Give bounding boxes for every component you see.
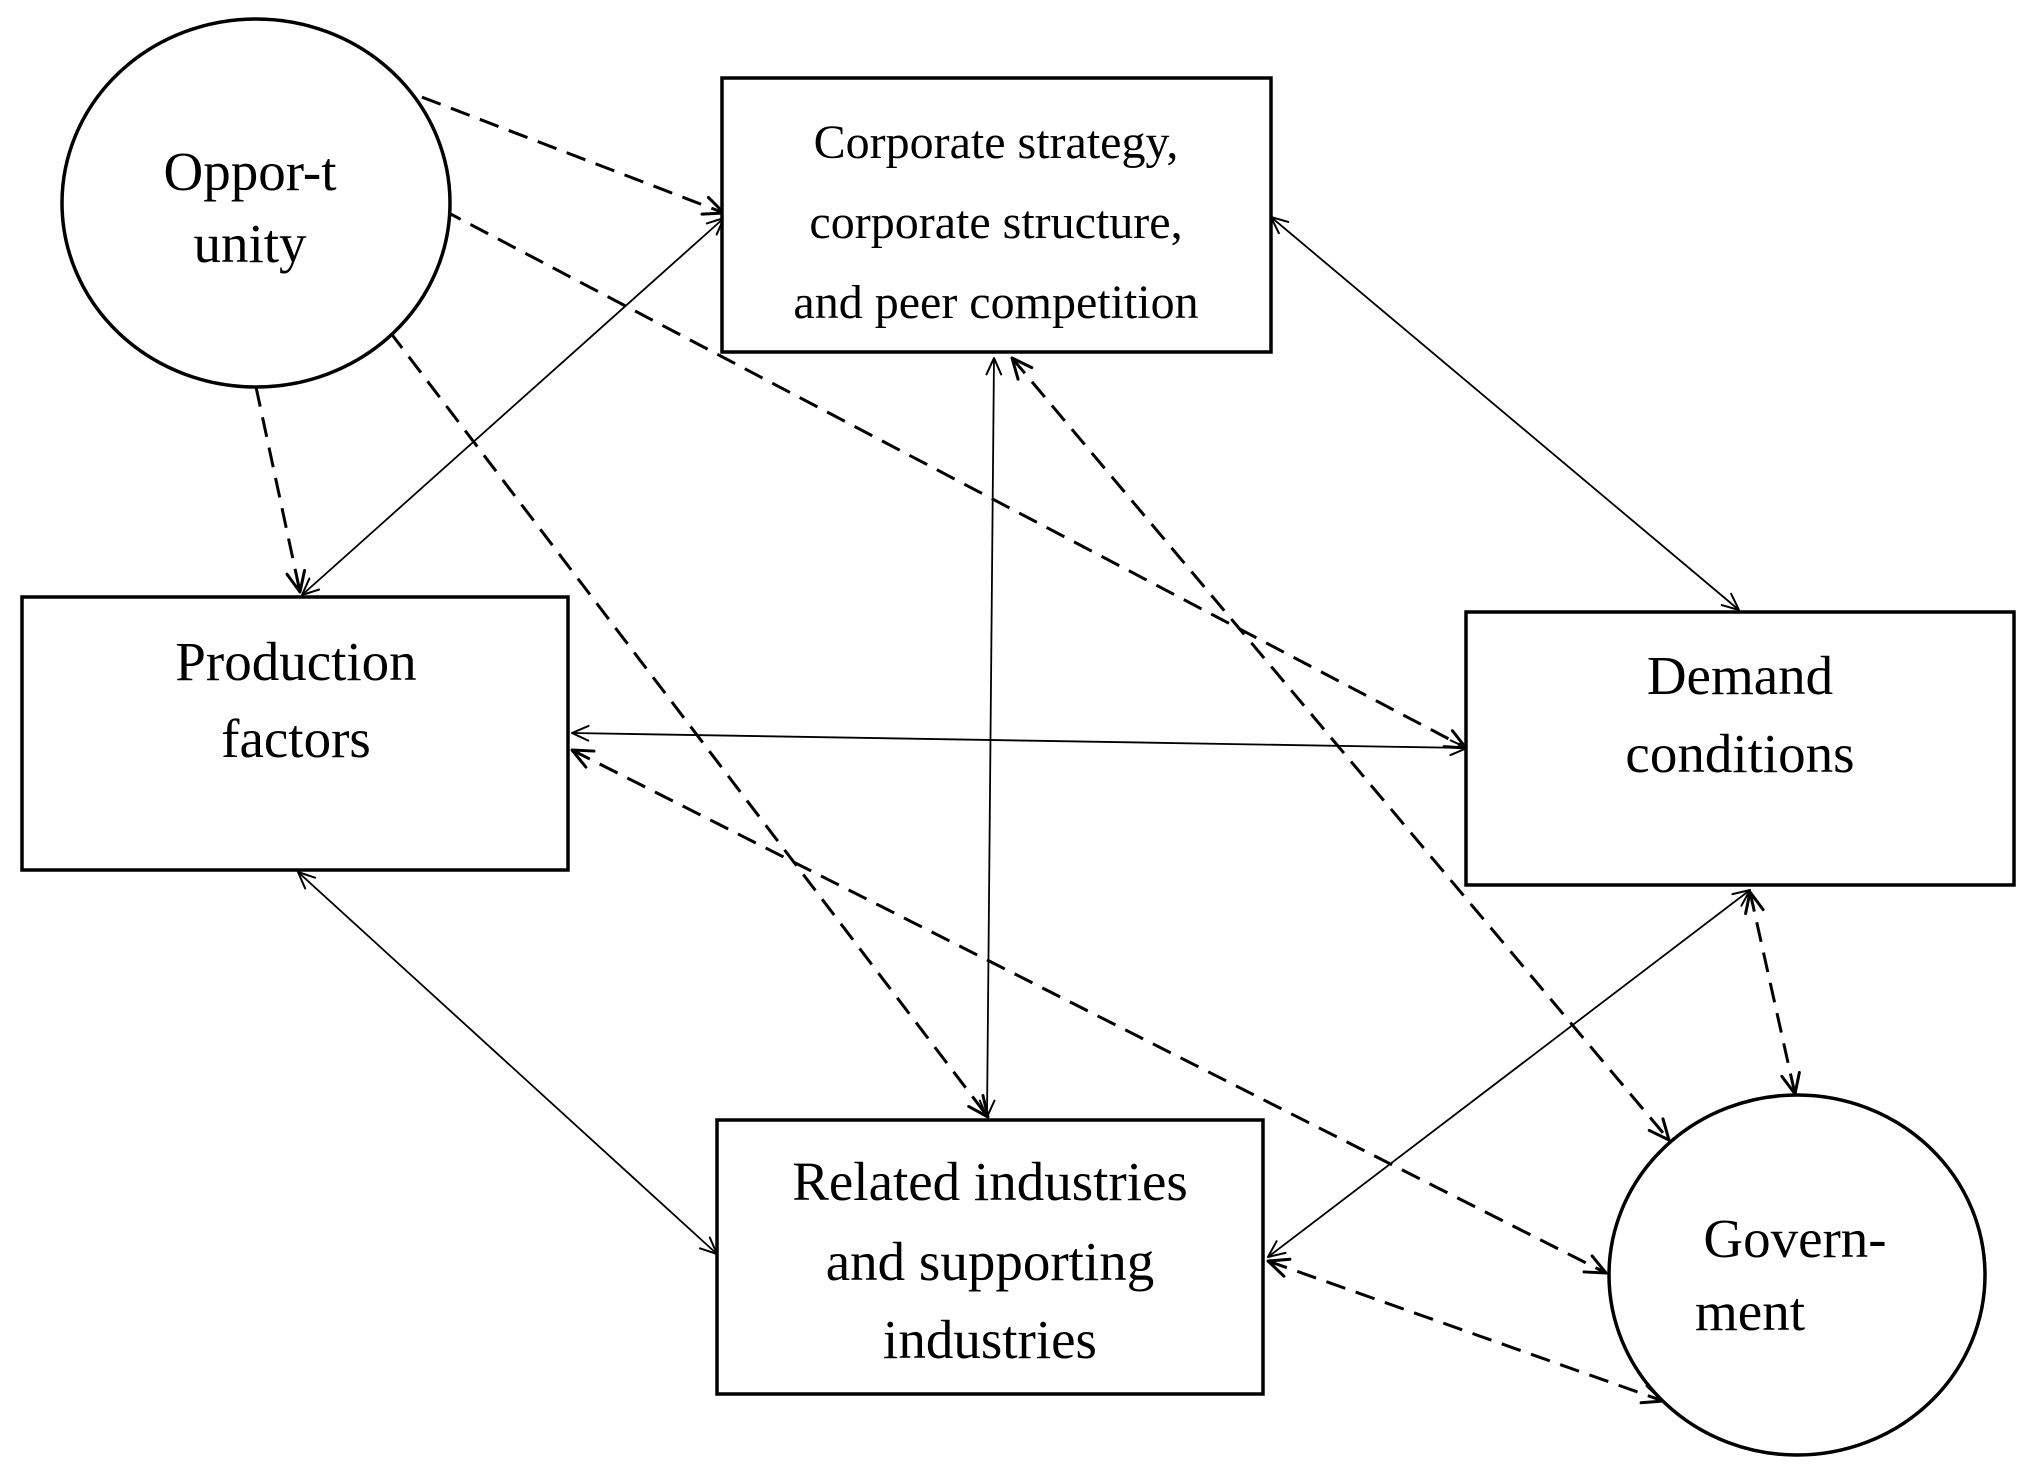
edge-demand-related <box>1267 889 1751 1258</box>
node-opportunity-line-1: Oppor-t <box>163 141 336 202</box>
node-government-line-1: Govern- <box>1703 1208 1886 1269</box>
edge-corporate-government <box>1010 357 1671 1141</box>
node-opportunity: Oppor-t unity <box>60 17 452 389</box>
node-related-line-3: industries <box>883 1309 1097 1370</box>
edges-layer <box>254 84 1797 1403</box>
node-government: Govern- ment <box>1607 1093 1987 1457</box>
edge-opportunity-corporate <box>392 84 725 215</box>
node-corporate: Corporate strategy, corporate structure,… <box>720 76 1273 354</box>
arrowhead-corporate-government-start <box>1010 356 1034 381</box>
node-related-line-2: and supporting <box>826 1231 1154 1292</box>
edge-opportunity-production <box>254 386 302 593</box>
arrowhead-corporate-demand-end <box>1720 592 1740 611</box>
arrowhead-production-related-start <box>297 871 317 890</box>
node-government-line-2: ment <box>1695 1281 1805 1342</box>
edge-production-government <box>571 748 1607 1275</box>
edge-demand-government <box>1748 891 1797 1095</box>
edge-corporate-related <box>986 357 995 1118</box>
node-demand: Demand conditions <box>1464 610 2016 887</box>
node-corporate-line-3: and peer competition <box>793 276 1198 329</box>
edge-opportunity-demand <box>442 208 1467 750</box>
arrowhead-corporate-related-start <box>985 357 1003 376</box>
arrowhead-corporate-government-end <box>1647 1117 1671 1142</box>
arrowhead-production-government-end <box>1582 1254 1608 1275</box>
arrowhead-demand-related-start <box>1731 889 1751 907</box>
node-related-line-1: Related industries <box>792 1151 1188 1212</box>
node-production: Production factors <box>20 595 570 872</box>
arrowhead-corporate-related-end <box>978 1099 996 1118</box>
arrowhead-demand-government-start <box>1744 890 1765 916</box>
node-related: Related industries and supporting indust… <box>715 1118 1265 1396</box>
node-demand-line-1: Demand <box>1647 645 1833 706</box>
arrowhead-opportunity-production-end <box>285 568 307 594</box>
node-corporate-line-1: Corporate strategy, <box>814 116 1179 169</box>
node-demand-line-2: conditions <box>1625 723 1854 784</box>
arrowhead-production-demand-start <box>571 724 590 742</box>
node-opportunity-line-2: unity <box>193 213 307 274</box>
edge-corporate-production <box>301 217 725 596</box>
arrowhead-production-government-start <box>570 748 596 769</box>
nodes-layer: Oppor-t unity Corporate strategy, corpor… <box>20 17 2016 1457</box>
edge-related-government <box>1267 1259 1664 1403</box>
node-production-line-2: factors <box>221 708 371 769</box>
edge-production-demand <box>571 732 1468 749</box>
node-corporate-line-2: corporate structure, <box>809 196 1182 249</box>
arrowhead-related-government-start <box>1266 1257 1292 1278</box>
arrowhead-demand-related-end <box>1267 1240 1287 1258</box>
edge-production-related <box>297 871 718 1255</box>
edge-corporate-demand <box>1270 216 1740 611</box>
node-production-line-1: Production <box>175 631 416 692</box>
edge-opportunity-related <box>388 331 990 1118</box>
arrowhead-corporate-production-end <box>301 577 321 596</box>
